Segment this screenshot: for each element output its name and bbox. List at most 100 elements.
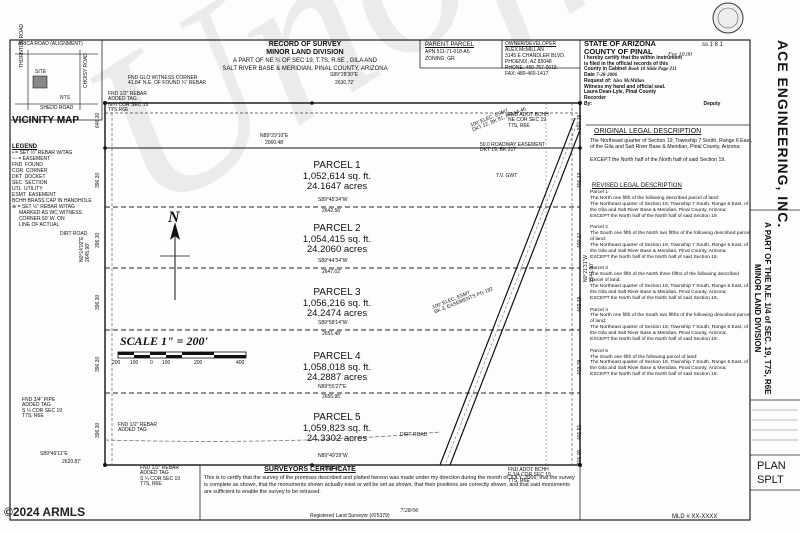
recorder-cabinet-label: County in Cabinet	[584, 66, 627, 73]
dim-left-6: 396.30	[95, 422, 101, 438]
original-legal-text: The Northeast quarter of Section 19, Tow…	[590, 138, 752, 164]
legend-item: LINE OF ACTUAL	[12, 222, 60, 228]
callout-tv-gwt: T.V. GWT	[496, 173, 518, 179]
scale-tick: 100	[162, 360, 171, 366]
sheet-plan: PLAN	[757, 460, 786, 472]
bearing-p1-top: N89°29'10"E	[260, 133, 289, 139]
scale-tick: 100	[130, 360, 139, 366]
legend-item: • = SET ½" REBAR W/TAG	[12, 150, 73, 156]
legend-item: BCHH BRASS CAP IN HANDHOLE	[12, 198, 92, 204]
scale-tick: 200	[194, 360, 203, 366]
recorder-cert-1: I hereby certify that the within instrum…	[584, 54, 683, 61]
original-legal-title: ORIGINAL LEGAL DESCRIPTION	[594, 128, 702, 135]
legend-item: MARKED AS WC WITNESS	[12, 210, 83, 216]
parent-parcel-apn: APN 511-71-018-A5	[425, 49, 470, 55]
parent-parcel-zoning: ZONING: GR	[425, 56, 455, 62]
dim-left-5: 396.30	[95, 356, 101, 372]
record-desc-1: A PART OF NE ¼ OF SEC 19, T.7S, R.6E , G…	[233, 58, 377, 64]
dim-left-4: 396.30	[95, 294, 101, 310]
record-title: RECORD OF SURVEY	[268, 41, 342, 48]
distance-p1-top: 2060.48'	[265, 140, 285, 146]
mld-number: MLD # XX-XXXX	[672, 514, 718, 520]
distance-p2-p3: 2647.02'	[322, 269, 342, 275]
scale-tick: 200	[112, 360, 121, 366]
bearing-right-total: N0°21'31"W	[583, 255, 589, 282]
vicinity-road-thornton: THORNTON ROAD	[19, 23, 25, 68]
recorder-request-label: Request of:	[584, 77, 612, 84]
bearing-p2-p3: S89°44'34"W	[318, 258, 348, 264]
parcel-name: PARCEL 3	[313, 287, 361, 298]
recorder-fee: Fee 10.00	[668, 52, 692, 58]
distance-top: 2630.72'	[335, 80, 355, 86]
record-subtitle: MINOR LAND DIVISION	[266, 49, 344, 56]
parcel-sqft: 1,056,216 sq. ft.	[302, 297, 372, 309]
distance-bottom-left: 2620.87'	[62, 459, 82, 465]
dim-right-2: 401.13	[577, 172, 583, 188]
revised-legal-title: REVISED LEGAL DESCRIPTION	[592, 183, 682, 189]
surveyor-registration: Registered Land Surveyor (#25379)	[310, 513, 390, 519]
record-desc-2: SALT RIVER BASE & MERIDIAN, PINAL COUNTY…	[222, 66, 388, 72]
dim-right-6: 401.51	[577, 424, 583, 440]
parent-parcel-label: PARENT PARCEL	[425, 42, 475, 48]
parcel-sqft: 1,054,415 sq. ft.	[302, 233, 372, 245]
legend-item: ⊕ = SET ½" REBAR W/TAG	[12, 204, 75, 210]
parcel-acres: 24.1647 acres	[306, 181, 368, 193]
legend-item: UTL UTILITY	[12, 186, 43, 192]
surveyor-date: 7/28/06	[400, 508, 419, 514]
distance-bottom: 2660.40'	[322, 466, 342, 472]
parcel-sqft: 1,052,614 sq. ft.	[302, 170, 372, 182]
owner-line: ALEX McMILLAN	[505, 47, 544, 53]
dim-left-3: 396.30	[95, 232, 101, 248]
surveyor-cert-title: SURVEYORS CERTIFICATE	[264, 466, 356, 473]
vicinity-map-title: VICINITY MAP	[12, 115, 80, 126]
bearing-bottom: N89°49'29"W	[318, 453, 348, 459]
dim-right-4: 402.18	[577, 296, 583, 312]
scale-label: SCALE 1" = 200'	[120, 334, 208, 348]
surveyor-cert-text: This is to certify that the survey of th…	[204, 475, 575, 495]
bearing-bottom-left: S89°49'11"E	[40, 451, 68, 457]
company-project: A PART OF THE N.E. 1/4 of SEC. 19, T7S, …	[752, 222, 772, 395]
parcel-name: PARCEL 1	[313, 160, 361, 171]
bearing-left-total: N0°14'02"E	[79, 236, 85, 262]
vicinity-site-label: SITE	[35, 69, 47, 75]
recorder-state: STATE OF ARIZONA	[584, 39, 656, 48]
dim-right-7: 401.00	[577, 449, 583, 465]
callout-s-quarter-rebar: FND 1/2" REBAR ADDED TAG S ¼ COR SEC 19 …	[140, 465, 181, 487]
parcel-sqft: 1,058,018 sq. ft.	[302, 361, 372, 373]
callout-dirt-road-left: DIRT ROAD	[60, 231, 88, 237]
owner-label: OWNER/DEVELOPER	[505, 41, 557, 47]
callout-roadway-esmt: 50.0 ROADWAY EASEMENT DKT 19, BK 217	[480, 142, 546, 154]
bearing-p1-p2: S89°45'34"W	[318, 197, 348, 203]
recorder-date-label: Date	[584, 72, 595, 78]
owner-line: PHONE: 480-757-0018	[505, 65, 557, 71]
recorder-county: COUNTY OF PINAL	[584, 46, 653, 56]
dim-right-5: 403.79	[577, 359, 583, 375]
parcel-acres: 24.3302 acres	[306, 433, 368, 445]
parcel-acres: 24.2060 acres	[306, 244, 368, 256]
dim-right-3: 400.17	[577, 232, 583, 248]
recorder-deputy: Deputy	[703, 100, 721, 107]
legend-item: CORNER 50' W. ON	[12, 216, 65, 222]
sheet-splt: SPLT	[757, 474, 784, 486]
dim-left-total: 2645.98'	[85, 242, 91, 262]
legend-title: LEGEND	[12, 144, 38, 150]
callout-e-quarter: FND ADOT BCHH E 1/4 COR SEC 19 T7S, R6E	[508, 467, 551, 484]
parcel-acres: 24.2887 acres	[306, 372, 368, 384]
vicinity-nts-label: NTS	[60, 95, 70, 101]
footer-copyright: ©2024 ARMLS	[4, 505, 86, 519]
distance-p4-p5: 2655.95'	[322, 394, 342, 400]
callout-dirt-road-bottom: DIRT ROAD	[400, 432, 428, 438]
bearing-p3-p4: S89°58'14"W	[318, 320, 348, 326]
callout-glo-witness: FND GLO WITNESS CORNER 41.84' N.E. OF FO…	[128, 75, 207, 87]
legend-item: --- = EASEMENT	[12, 156, 51, 162]
recorder-date-value: 7-28-2006	[596, 73, 618, 78]
recorder-request-value: Alex McMillan	[612, 78, 645, 84]
vicinity-road-arica: ARICA ROAD (ALIGNMENT)	[18, 41, 83, 47]
